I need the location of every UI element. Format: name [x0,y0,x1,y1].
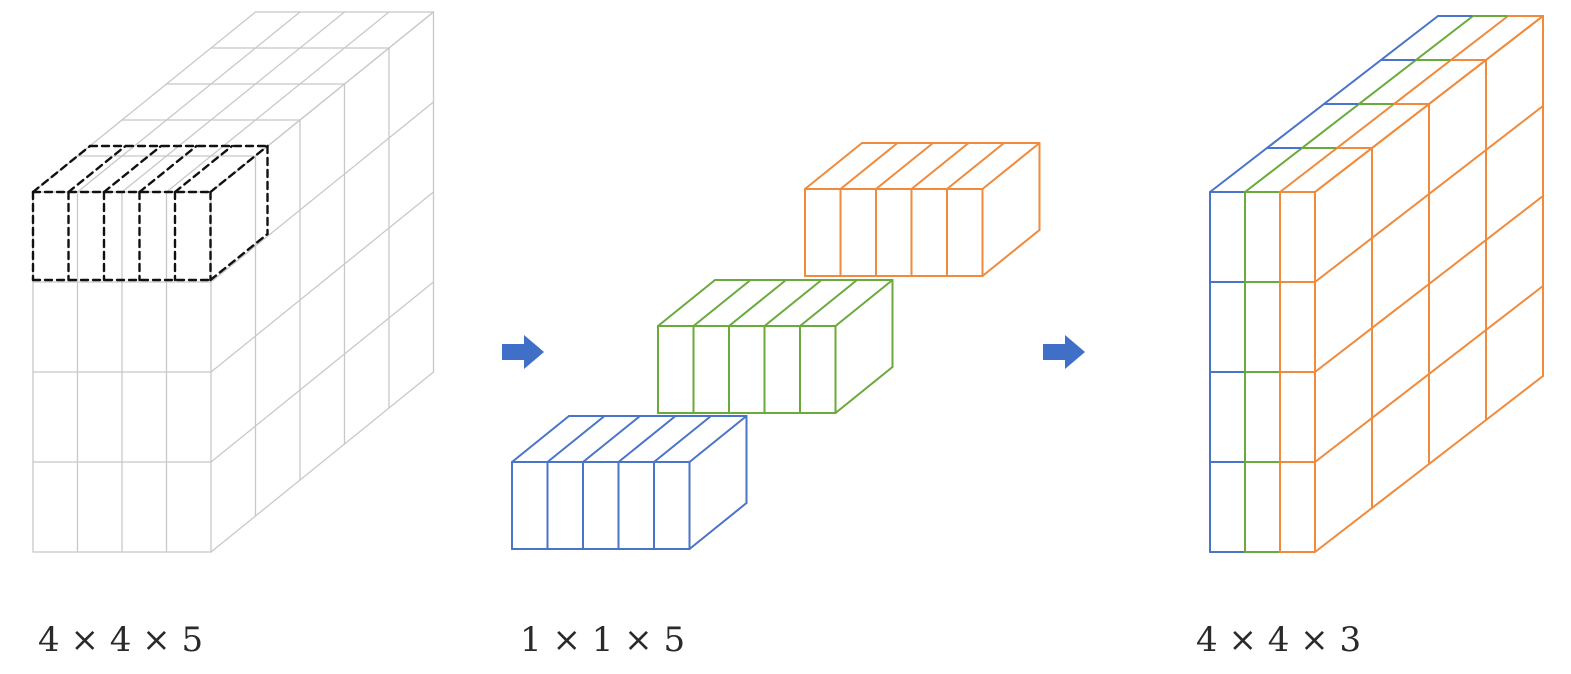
grid-line [121,11,346,193]
highlight-slice-line [102,144,163,194]
highlight-edge [209,232,269,282]
grid-line [210,191,435,373]
filter-edge [981,229,1041,277]
right-arrow-icon [502,335,544,369]
filter-1 [804,142,1041,277]
filter-slice-line [875,142,934,190]
highlight-slice-line [173,144,234,194]
filter-slice-line [728,279,787,327]
input-volume [32,11,435,553]
filter-slice-line [657,279,716,327]
filter-slice-line [617,415,677,463]
input-highlight-column [31,144,269,282]
filter-slice-line [804,142,863,190]
filter-edge [834,366,894,414]
highlight-slice-line [138,144,198,194]
filter-slice-line [910,142,970,190]
highlight-slice-line [209,144,269,194]
grid-line [165,11,390,193]
filter-slice-line [653,415,712,463]
filter-slice-line [692,279,752,327]
output-volume [1209,15,1544,553]
right-arrow-icon [1043,335,1085,369]
filter-slice-line [799,279,858,327]
right-arrow-shape [502,335,544,369]
grid-line [210,371,435,553]
filter-slice-line [763,279,823,327]
filter-slice-line [839,142,899,190]
grid-line [210,281,435,463]
filter-slice-line [834,279,894,327]
filter-slice-line [511,415,570,463]
filter-edge [688,502,748,550]
input-size-label: 4 × 4 × 5 [38,620,204,660]
right-arrow-shape [1043,335,1085,369]
filter-slice-line [582,415,641,463]
highlight-slice-line [31,144,92,194]
grid-line [210,101,435,283]
filter-3 [511,415,748,550]
grid-line [76,11,301,193]
filter-stack [511,142,1041,550]
filter-slice-line [546,415,606,463]
filter-size-label: 1 × 1 × 5 [520,620,686,660]
filter-slice-line [688,415,748,463]
filter-2 [657,279,894,414]
filter-slice-line [981,142,1041,190]
filter-slice-line [946,142,1005,190]
output-size-label: 4 × 4 × 3 [1196,620,1362,660]
highlight-slice-line [67,144,127,194]
